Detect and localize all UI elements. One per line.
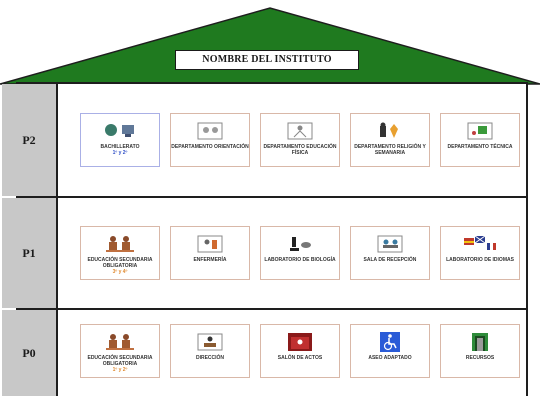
floor-p2-rooms: BACHILLERATO 1º y 2º DEPARTAMENTO ORIENT… bbox=[74, 84, 526, 196]
sports-icon bbox=[280, 120, 320, 142]
room-recursos[interactable]: RECURSOS bbox=[440, 324, 520, 378]
flags-icon bbox=[460, 233, 500, 255]
room-sublabel: 1º y 2º bbox=[112, 367, 128, 373]
room-enfermeria[interactable]: ENFERMERÍA bbox=[170, 226, 250, 280]
room-label: DEPARTAMENTO EDUCACIÓN FÍSICA bbox=[263, 144, 337, 156]
room-aseo-adaptado[interactable]: ASEO ADAPTADO bbox=[350, 324, 430, 378]
room-eso-1-2[interactable]: EDUCACIÓN SECUNDARIA OBLIGATORIA 1º y 2º bbox=[80, 324, 160, 378]
wheelchair-icon bbox=[370, 331, 410, 353]
room-label: SALÓN DE ACTOS bbox=[277, 355, 323, 361]
room-sublabel: 3º y 4º bbox=[112, 269, 128, 275]
globe-computer-icon bbox=[100, 120, 140, 142]
room-label: DEPARTAMENTO RELIGIÓN Y SEMANARIA bbox=[354, 144, 426, 156]
microscope-icon bbox=[280, 233, 320, 255]
room-lab-idiomas[interactable]: LABORATORIO DE IDIOMAS bbox=[440, 226, 520, 280]
floor-divider bbox=[16, 196, 528, 198]
students-icon bbox=[100, 233, 140, 255]
room-label: SALA DE RECEPCIÓN bbox=[363, 257, 417, 263]
floor-label-p0: P0 bbox=[2, 310, 58, 396]
room-tecnica[interactable]: DEPARTAMENTO TÉCNICA bbox=[440, 113, 520, 167]
room-label: DEPARTAMENTO ORIENTACIÓN bbox=[171, 144, 249, 150]
room-bachillerato[interactable]: BACHILLERATO 1º y 2º bbox=[80, 113, 160, 167]
room-label: DIRECCIÓN bbox=[195, 355, 225, 361]
room-label: RECURSOS bbox=[465, 355, 495, 361]
room-label: ASEO ADAPTADO bbox=[368, 355, 412, 361]
floor-label-p2: P2 bbox=[2, 84, 58, 196]
room-label: LABORATORIO DE BIOLOGÍA bbox=[264, 257, 336, 263]
religion-icon bbox=[370, 120, 410, 142]
floor-p1-rooms: EDUCACIÓN SECUNDARIA OBLIGATORIA 3º y 4º… bbox=[74, 198, 526, 308]
floor-p0-rooms: EDUCACIÓN SECUNDARIA OBLIGATORIA 1º y 2º… bbox=[74, 310, 526, 396]
room-label: LABORATORIO DE IDIOMAS bbox=[446, 257, 514, 263]
institute-name: NOMBRE DEL INSTITUTO bbox=[175, 50, 359, 70]
floor-divider bbox=[16, 308, 528, 310]
students-icon bbox=[100, 331, 140, 353]
nurse-icon bbox=[190, 233, 230, 255]
director-icon bbox=[190, 331, 230, 353]
room-label: ENFERMERÍA bbox=[193, 257, 227, 263]
room-label: BACHILLERATO bbox=[100, 144, 140, 150]
door-icon bbox=[460, 331, 500, 353]
room-label: DEPARTAMENTO TÉCNICA bbox=[447, 144, 513, 150]
room-label: EDUCACIÓN SECUNDARIA OBLIGATORIA bbox=[87, 355, 153, 367]
room-orientacion[interactable]: DEPARTAMENTO ORIENTACIÓN bbox=[170, 113, 250, 167]
meeting-icon bbox=[370, 233, 410, 255]
room-salon-actos[interactable]: SALÓN DE ACTOS bbox=[260, 324, 340, 378]
room-eso-3-4[interactable]: EDUCACIÓN SECUNDARIA OBLIGATORIA 3º y 4º bbox=[80, 226, 160, 280]
roof-triangle bbox=[0, 7, 540, 85]
roof bbox=[0, 7, 540, 85]
technology-icon bbox=[460, 120, 500, 142]
room-lab-biologia[interactable]: LABORATORIO DE BIOLOGÍA bbox=[260, 226, 340, 280]
floor-label-p1: P1 bbox=[2, 198, 58, 308]
room-religion[interactable]: DEPARTAMENTO RELIGIÓN Y SEMANARIA bbox=[350, 113, 430, 167]
room-direccion[interactable]: DIRECCIÓN bbox=[170, 324, 250, 378]
room-educacion-fisica[interactable]: DEPARTAMENTO EDUCACIÓN FÍSICA bbox=[260, 113, 340, 167]
room-sublabel: 1º y 2º bbox=[112, 150, 128, 156]
room-sala-recepcion[interactable]: SALA DE RECEPCIÓN bbox=[350, 226, 430, 280]
room-label: EDUCACIÓN SECUNDARIA OBLIGATORIA bbox=[87, 257, 153, 269]
orientation-icon bbox=[190, 120, 230, 142]
theater-icon bbox=[280, 331, 320, 353]
